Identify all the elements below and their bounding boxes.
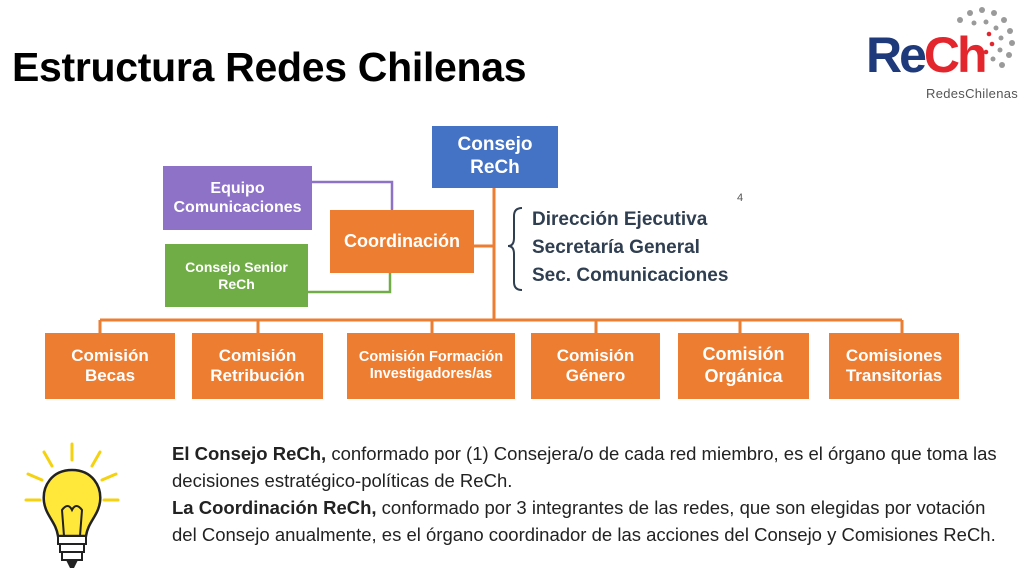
role-direccion-ejecutiva: Dirección Ejecutiva — [532, 209, 708, 230]
comision-organica-box: Comisión Orgánica — [678, 333, 809, 399]
equipo-comunicaciones-box: Equipo Comunicaciones — [163, 166, 312, 230]
consejo-rech-box: Consejo ReCh — [432, 126, 558, 188]
logo-re-text: Re — [866, 27, 927, 83]
coordinacion-box: Coordinación — [330, 210, 474, 273]
dots-circle-logo-icon — [957, 7, 1015, 68]
description-coordinacion-text: conformado por 3 integrantes de las rede… — [172, 497, 996, 545]
role-secretaria-general: Secretaría General — [532, 237, 700, 258]
comision-formacion-box: Comisión Formación Investigadores/as — [347, 333, 515, 399]
comision-retribucion-box: Comisión Retribución — [192, 333, 323, 399]
consejo-senior-box: Consejo Senior ReCh — [165, 244, 308, 307]
description-coordinacion: La Coordinación ReCh, conformado por 3 i… — [172, 494, 1002, 548]
lightbulb-icon — [24, 442, 120, 568]
logo-ch-text: Ch — [923, 27, 988, 83]
slide-number: 4 — [737, 192, 744, 204]
description-consejo-bold: El Consejo ReCh, — [172, 443, 327, 464]
description-text: El Consejo ReCh, conformado por (1) Cons… — [172, 440, 1002, 548]
comision-becas-box: Comisión Becas — [45, 333, 175, 399]
role-sec-comunicaciones: Sec. Comunicaciones — [532, 265, 729, 286]
description-consejo-text: conformado por (1) Consejera/o de cada r… — [172, 443, 997, 491]
logo-wordmark: ReCh — [866, 27, 988, 83]
description-consejo: El Consejo ReCh, conformado por (1) Cons… — [172, 440, 1002, 494]
rech-logo: ReCh RedesChilenas — [866, 4, 1018, 102]
executive-roles-list: Dirección Ejecutiva Secretaría General S… — [532, 206, 728, 290]
comision-genero-box: Comisión Género — [531, 333, 660, 399]
comisiones-transitorias-box: Comisiones Transitorias — [829, 333, 959, 399]
page-title: Estructura Redes Chilenas — [12, 44, 527, 90]
logo-subtitle: RedesChilenas — [926, 86, 1019, 101]
description-coordinacion-bold: La Coordinación ReCh, — [172, 497, 377, 518]
